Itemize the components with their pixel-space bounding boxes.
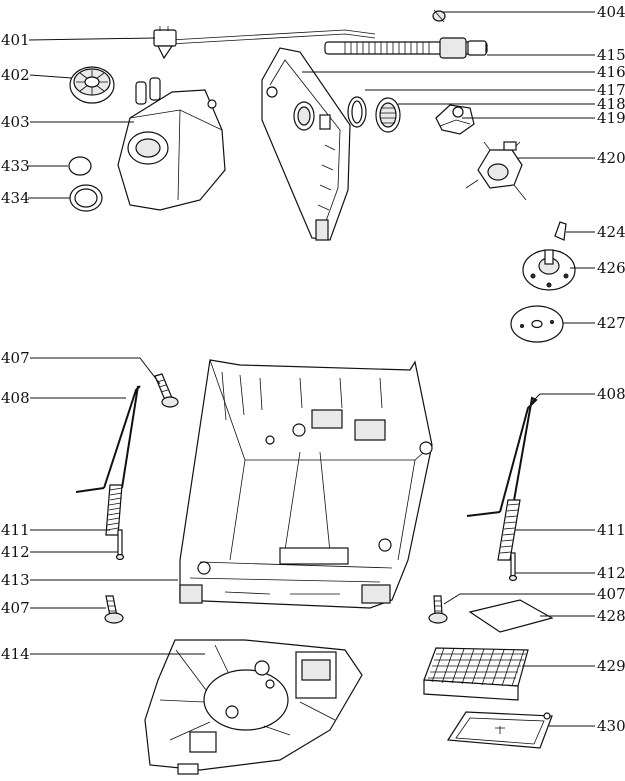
part-407-screw-right bbox=[428, 595, 448, 624]
part-413-base-frame bbox=[179, 359, 433, 609]
callout-411-right: 411 bbox=[597, 521, 625, 539]
callout-429: 429 bbox=[597, 657, 625, 675]
callout-407-right: 407 bbox=[597, 585, 625, 603]
part-429-filter-basket bbox=[423, 647, 529, 701]
callout-407-top: 407 bbox=[1, 349, 30, 367]
callout-418: 418 bbox=[597, 95, 625, 113]
leader-lines bbox=[28, 11, 595, 727]
callout-404: 404 bbox=[597, 3, 625, 21]
part-407-screw-top bbox=[154, 373, 179, 408]
part-430-tray bbox=[446, 711, 553, 749]
part-419-valve bbox=[435, 104, 475, 135]
callout-411-left: 411 bbox=[1, 521, 30, 539]
callout-428: 428 bbox=[597, 607, 625, 625]
callout-434: 434 bbox=[1, 189, 30, 207]
callout-labels: 401 402 403 404 407 407 407 408 408 411 … bbox=[1, 3, 625, 735]
part-414-bottom-plate bbox=[144, 639, 363, 775]
callout-412-left: 412 bbox=[1, 543, 30, 561]
part-408-rod-left bbox=[75, 385, 141, 493]
callout-407-left: 407 bbox=[1, 599, 30, 617]
part-416-side-panel bbox=[261, 47, 351, 241]
part-433-o-ring bbox=[68, 156, 92, 176]
callout-424: 424 bbox=[597, 223, 625, 241]
part-408-rod-right bbox=[466, 396, 538, 517]
callout-412-right: 412 bbox=[597, 564, 625, 582]
part-412-pin-right bbox=[508, 552, 518, 582]
part-417-seal-ring bbox=[347, 96, 367, 128]
callout-430: 430 bbox=[597, 717, 625, 735]
part-411-spring-right bbox=[497, 499, 521, 561]
callout-433: 433 bbox=[1, 157, 30, 175]
callout-420: 420 bbox=[597, 149, 625, 167]
part-407-screw-left bbox=[104, 595, 124, 624]
part-427-disc bbox=[510, 305, 564, 343]
part-403-water-softener bbox=[117, 77, 226, 211]
part-404-screw bbox=[432, 9, 446, 23]
part-418-grille bbox=[375, 97, 401, 133]
part-428-insulation-sheet bbox=[468, 599, 554, 633]
callout-419: 419 bbox=[597, 109, 625, 127]
callout-403: 403 bbox=[1, 113, 30, 131]
part-420-pump bbox=[465, 141, 527, 201]
callout-401: 401 bbox=[1, 31, 30, 49]
callout-408-left: 408 bbox=[1, 389, 30, 407]
part-434-gasket bbox=[69, 184, 103, 212]
part-402-salt-cap bbox=[69, 66, 115, 104]
part-424-clip bbox=[554, 221, 567, 241]
part-415-drain-hose bbox=[324, 37, 488, 59]
callout-426: 426 bbox=[597, 259, 625, 277]
callout-413: 413 bbox=[1, 571, 30, 589]
part-426-motor bbox=[522, 249, 576, 291]
part-411-spring-left bbox=[105, 484, 123, 536]
callout-416: 416 bbox=[597, 63, 625, 81]
callout-417: 417 bbox=[597, 81, 625, 99]
callout-414: 414 bbox=[1, 645, 30, 663]
callout-415: 415 bbox=[597, 46, 625, 64]
part-412-pin-left bbox=[115, 529, 125, 561]
callout-402: 402 bbox=[1, 66, 30, 84]
part-401-power-cord bbox=[153, 26, 376, 60]
callout-427: 427 bbox=[597, 314, 625, 332]
callout-408-right: 408 bbox=[597, 385, 625, 403]
